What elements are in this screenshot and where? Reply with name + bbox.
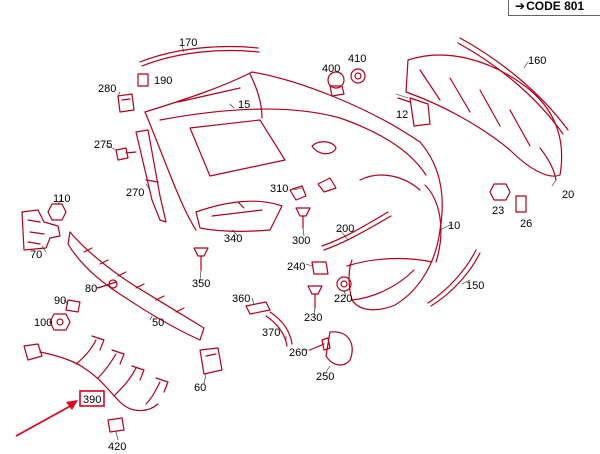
part-12-bracket[interactable] <box>397 97 431 127</box>
label-420: 420 <box>108 441 126 453</box>
part-230-screw[interactable] <box>307 285 323 309</box>
code-label: CODE 801 <box>526 0 585 13</box>
highlight-box-390 <box>79 390 105 407</box>
label-200: 200 <box>336 223 354 235</box>
label-240: 240 <box>287 261 305 273</box>
part-420-clip[interactable] <box>107 417 125 433</box>
label-260: 260 <box>289 347 307 359</box>
label-340: 340 <box>224 233 242 245</box>
part-70-bracket[interactable] <box>21 209 61 251</box>
label-250: 250 <box>316 371 334 383</box>
label-15: 15 <box>238 99 250 111</box>
leader-lines <box>41 45 557 441</box>
label-12: 12 <box>396 109 408 121</box>
label-275: 275 <box>94 139 112 151</box>
code-label-box: ➔CODE 801 <box>508 0 600 16</box>
part-200-strip[interactable] <box>321 211 392 251</box>
label-160: 160 <box>528 55 546 67</box>
label-400: 400 <box>322 63 340 75</box>
label-150: 150 <box>466 280 484 292</box>
label-170: 170 <box>179 37 197 49</box>
part-310-bracket[interactable] <box>289 177 337 201</box>
part-23-nut[interactable] <box>489 183 511 201</box>
label-280: 280 <box>98 83 116 95</box>
part-270-bracket[interactable] <box>135 129 167 223</box>
label-270: 270 <box>126 187 144 199</box>
label-60: 60 <box>194 382 206 394</box>
label-10: 10 <box>448 220 460 232</box>
part-240-clip[interactable] <box>311 261 329 275</box>
part-350-screw[interactable] <box>193 247 209 271</box>
part-50-absorber[interactable] <box>67 231 205 341</box>
part-90-clip[interactable] <box>65 299 81 313</box>
label-350: 350 <box>192 278 210 290</box>
label-230: 230 <box>304 312 322 324</box>
label-360: 360 <box>232 293 250 305</box>
highlight-arrow <box>15 400 78 437</box>
part-60-connector[interactable] <box>199 347 223 375</box>
label-390: 390 <box>83 394 101 406</box>
part-250-liner[interactable] <box>325 331 353 366</box>
label-23: 23 <box>492 205 504 217</box>
label-110: 110 <box>53 193 71 205</box>
part-400-sensor[interactable] <box>327 71 345 97</box>
part-280-clip[interactable] <box>117 93 135 113</box>
label-20: 20 <box>562 189 574 201</box>
label-100: 100 <box>34 317 52 329</box>
label-80: 80 <box>85 283 97 295</box>
label-26: 26 <box>520 218 532 230</box>
label-310: 310 <box>270 183 288 195</box>
label-70: 70 <box>30 249 42 261</box>
label-90: 90 <box>54 295 66 307</box>
part-170-trim-strip[interactable] <box>139 45 260 67</box>
part-340-housing[interactable] <box>195 200 283 232</box>
part-370-trim[interactable] <box>265 311 293 347</box>
label-410: 410 <box>348 53 366 65</box>
part-150-lower-trim[interactable] <box>427 249 481 307</box>
part-100-nut[interactable] <box>49 313 71 331</box>
part-190-clip[interactable] <box>137 73 149 87</box>
part-300-screw[interactable] <box>295 207 311 229</box>
part-390-wiring-harness[interactable] <box>23 335 169 412</box>
part-20-diffuser[interactable] <box>405 54 563 181</box>
part-15-bumper-cover[interactable] <box>144 71 443 311</box>
part-275-pin[interactable] <box>115 147 137 161</box>
part-10-bumper-end[interactable] <box>424 184 442 263</box>
part-110-nut[interactable] <box>47 203 67 221</box>
label-370: 370 <box>262 327 280 339</box>
part-360-trim[interactable] <box>245 301 271 315</box>
label-300: 300 <box>292 235 310 247</box>
arrow-right-icon: ➔ <box>515 0 526 13</box>
label-190: 190 <box>154 75 172 87</box>
part-26-clip[interactable] <box>515 195 527 213</box>
label-220: 220 <box>334 293 352 305</box>
part-260-screw[interactable] <box>309 337 331 351</box>
part-160-spoiler-strip[interactable] <box>457 37 569 135</box>
part-410-ring[interactable] <box>350 68 366 84</box>
label-50: 50 <box>152 317 164 329</box>
